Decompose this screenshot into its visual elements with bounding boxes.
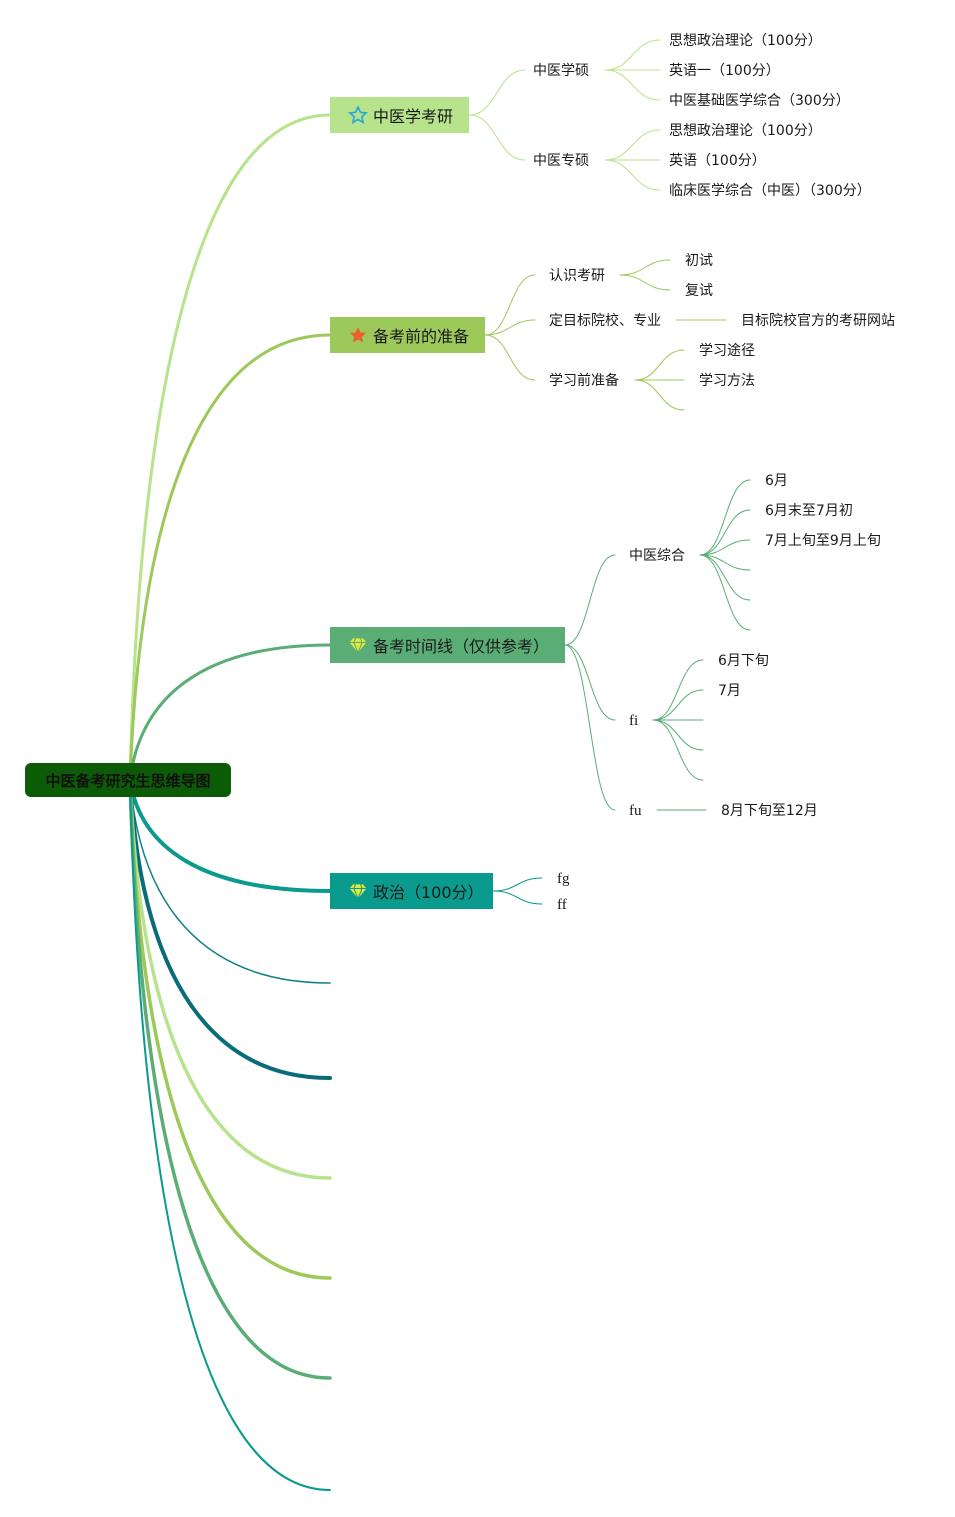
- topic-label: 备考前的准备: [373, 327, 470, 346]
- leaf[interactable]: 7月: [718, 683, 741, 699]
- subtopic[interactable]: 中医综合: [629, 548, 685, 564]
- empty-branch-line: [128, 778, 332, 1180]
- sub-line: [468, 69, 526, 116]
- leaf[interactable]: 7月上旬至9月上旬: [765, 533, 881, 549]
- sub-line: [468, 114, 526, 161]
- subtopic[interactable]: fu: [629, 803, 642, 819]
- sub-line: [492, 890, 543, 905]
- leaf[interactable]: 临床医学综合（中医）（300分）: [669, 183, 871, 199]
- leaf-line: [699, 509, 751, 556]
- subtopic[interactable]: 学习前准备: [549, 373, 619, 389]
- sub-line: [564, 644, 616, 811]
- topic-beikao-zhunbei[interactable]: 备考前的准备: [330, 317, 485, 353]
- root-node[interactable]: 中医备考研究生思维导图: [25, 763, 231, 797]
- leaf-line: [699, 539, 751, 556]
- leaf-line: [652, 719, 704, 781]
- topic-label: 备考时间线（仅供参考）: [373, 637, 550, 656]
- leaf-line: [634, 349, 685, 381]
- leaf-line: [619, 274, 671, 291]
- leaf[interactable]: 8月下旬至12月: [721, 803, 818, 819]
- empty-branch-line: [128, 778, 332, 1280]
- leaf-line: [634, 379, 685, 411]
- leaf[interactable]: 复试: [685, 283, 713, 299]
- leaf-line: [699, 554, 751, 601]
- subtopic[interactable]: fi: [629, 713, 639, 729]
- leaf[interactable]: 6月下旬: [718, 653, 769, 669]
- topic-zhongyi-kaoyan[interactable]: 中医学考研: [330, 97, 469, 133]
- leaf[interactable]: 中医基础医学综合（300分）: [669, 93, 850, 109]
- subtopic[interactable]: 中医学硕: [533, 63, 589, 79]
- topic-label: 政治（100分）: [373, 883, 484, 902]
- leaf-line: [652, 659, 704, 721]
- leaf-line: [699, 554, 751, 631]
- subtopic[interactable]: fg: [557, 871, 570, 887]
- branch-line: [128, 113, 332, 782]
- leaf[interactable]: 思想政治理论（100分）: [669, 123, 822, 139]
- root-label: 中医备考研究生思维导图: [45, 771, 211, 790]
- leaf[interactable]: 初试: [685, 253, 713, 269]
- leaf[interactable]: 6月: [765, 473, 788, 489]
- empty-branch-line: [129, 779, 331, 1491]
- sub-line: [484, 334, 536, 381]
- sub-line: [492, 877, 543, 892]
- leaf-line: [619, 259, 671, 276]
- star-filled-icon: [348, 325, 368, 345]
- leaf-line: [604, 69, 661, 101]
- leaf[interactable]: 学习方法: [699, 373, 755, 389]
- leaf-line: [652, 719, 704, 751]
- leaf[interactable]: 思想政治理论（100分）: [669, 33, 822, 49]
- empty-branch-line: [128, 778, 332, 1380]
- sub-line: [564, 554, 616, 646]
- diamond-icon: [348, 635, 368, 655]
- sub-line: [564, 644, 616, 721]
- diamond-icon: [348, 881, 368, 901]
- leaf-line: [699, 479, 751, 556]
- leaf[interactable]: 英语一（100分）: [669, 63, 780, 79]
- subtopic[interactable]: 认识考研: [549, 268, 605, 284]
- leaf-line: [699, 554, 751, 571]
- leaf[interactable]: 6月末至7月初: [765, 503, 853, 519]
- branch-line: [128, 643, 332, 782]
- topic-zhengzhi[interactable]: 政治（100分）: [330, 873, 493, 909]
- topic-beikao-shijianxian[interactable]: 备考时间线（仅供参考）: [330, 627, 565, 663]
- star-outline-icon: [348, 105, 368, 125]
- subtopic[interactable]: 定目标院校、专业: [549, 313, 661, 329]
- empty-branch-line: [128, 778, 332, 1080]
- branch-line: [128, 778, 332, 893]
- branch-line: [128, 333, 332, 782]
- leaf-line: [604, 129, 661, 161]
- leaf-line: [604, 39, 661, 71]
- sub-line: [484, 274, 536, 336]
- leaf[interactable]: 学习途径: [699, 343, 755, 359]
- subtopic[interactable]: 中医专硕: [533, 153, 589, 169]
- empty-branch-line: [129, 779, 331, 984]
- leaf-line: [652, 689, 704, 721]
- topic-label: 中医学考研: [373, 107, 454, 126]
- subtopic[interactable]: ff: [557, 897, 567, 913]
- leaf[interactable]: 英语（100分）: [669, 153, 766, 169]
- leaf-line: [604, 159, 661, 191]
- leaf[interactable]: 目标院校官方的考研网站: [741, 313, 895, 329]
- sub-line: [484, 319, 536, 336]
